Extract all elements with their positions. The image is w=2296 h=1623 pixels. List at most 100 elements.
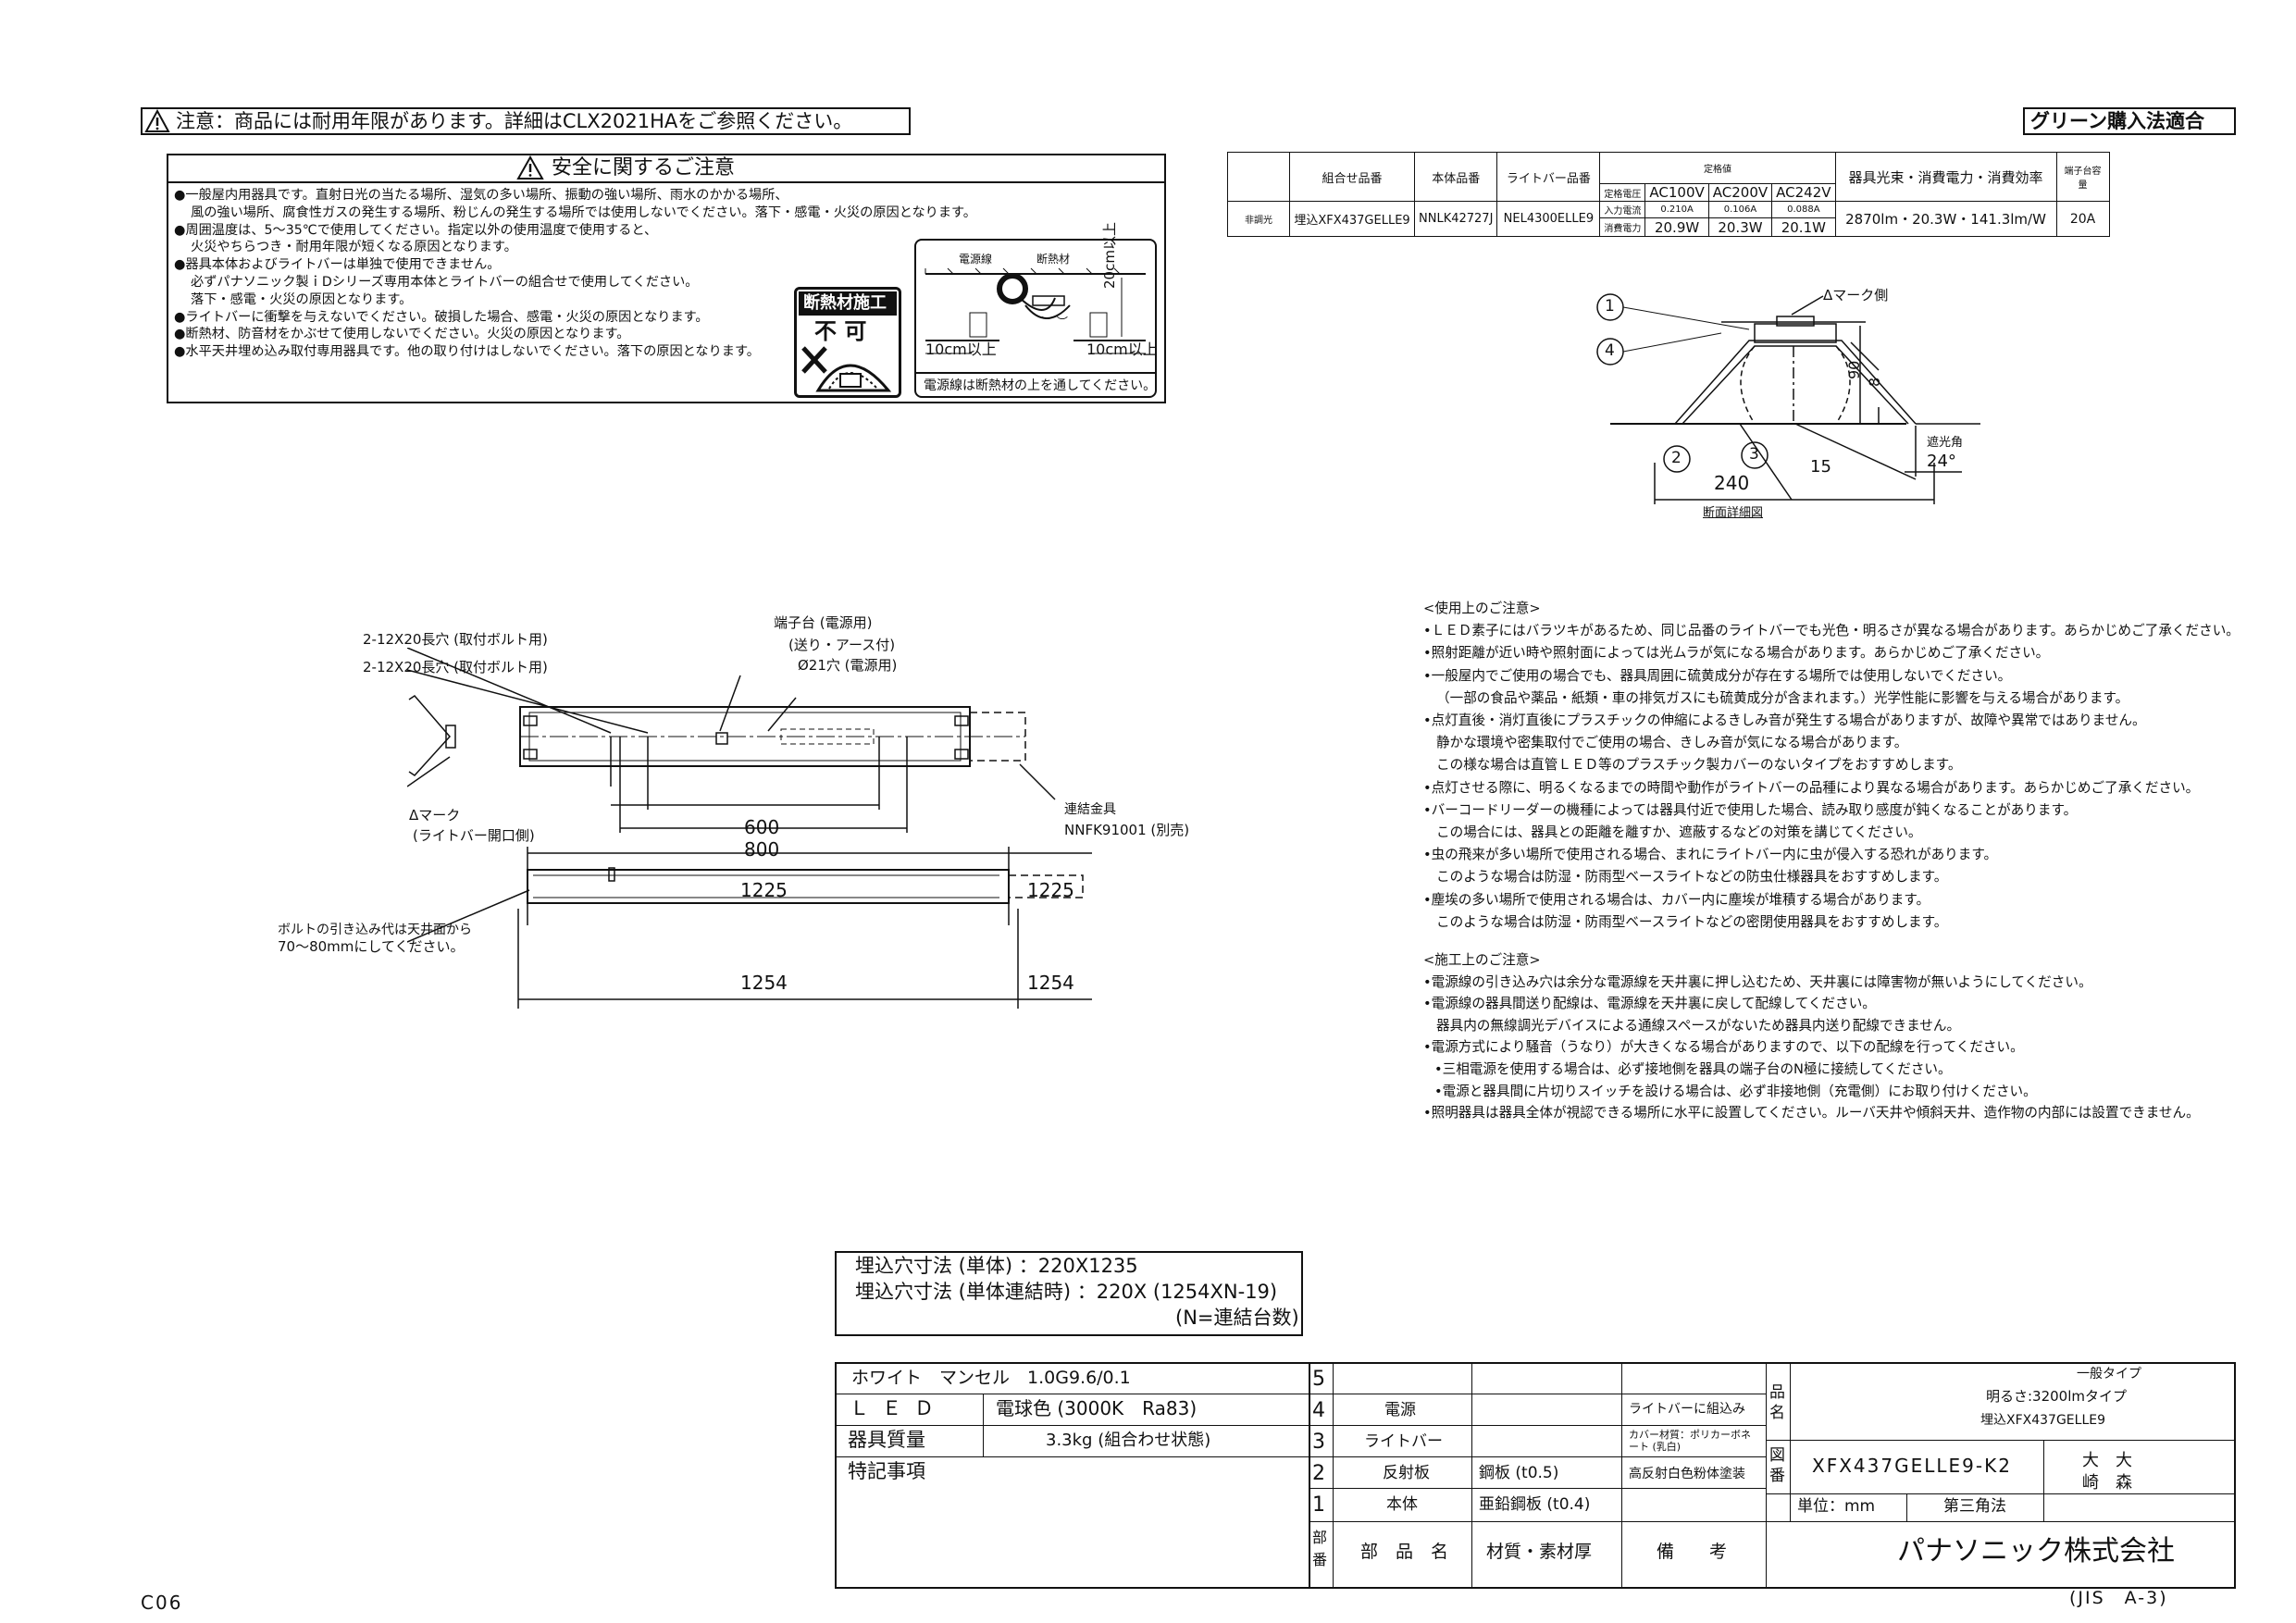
usage-note-line: この場合には、器具との距離を離すか、遮蔽するなどの対策を講じてください。 (1436, 824, 1922, 841)
usage-note-line: •点灯直後・消灯直後にプラスチックの伸縮によるきしみ音が発生する場合がありますが… (1423, 712, 2146, 729)
parts-row-material: 亜鉛鋼板 (t0.4) (1479, 1495, 1591, 1514)
parts-row-name: ライトバー (1364, 1432, 1443, 1451)
side-dim-1225-next: 1225 (1027, 879, 1074, 901)
install-note-line: •電源線の引き込み穴は余分な電源線を天井裏に押し込むため、天井裏には障害物が無い… (1423, 973, 2092, 990)
spec-v100: AC100V (1644, 183, 1709, 202)
install-note-line: •電源と器具間に片切りスイッチを設ける場合は、必ず非接地側（充電側）にお取り付け… (1434, 1083, 2037, 1099)
spec-c200: 0.106A (1707, 201, 1773, 218)
cutout-linked: 埋込穴寸法 (単体連結時) ：220X (1254XN-19) (855, 1281, 1278, 1303)
insulation-ng-title-bg (799, 291, 897, 316)
tb-rule (1309, 1425, 1766, 1426)
diagram-caption-rule (914, 372, 1157, 374)
tb-hinmei-label: 品名 (1769, 1383, 1785, 1422)
tb-zuban-label: 図番 (1769, 1446, 1785, 1485)
spec-h-power: 消費電力 (1599, 217, 1646, 237)
install-note-line: •三相電源を使用する場合は、必ず接地側を器具の端子台のN極に接続してください。 (1434, 1060, 1952, 1077)
usage-note-line: （一部の食品や薬品・紙類・車の排気ガスにも硫黄成分が含まれます。）光学性能に影響… (1436, 689, 2129, 706)
parts-header-name: 部 品 名 (1360, 1542, 1449, 1562)
side-dim-1254-next: 1254 (1027, 972, 1074, 994)
cutout-n-note: (N=連結台数) (1175, 1307, 1299, 1329)
tb-projection: 第三角法 (1943, 1497, 2006, 1516)
bolt-note-1: ボルトの引き込み代は天井面から (278, 923, 472, 937)
safety-title: 安全に関するご注意 (552, 156, 736, 180)
side-dim-1254-main: 1254 (740, 972, 788, 994)
safety-line: ●断熱材、防音材をかぶせて使用しないでください。火災の原因となります。 (174, 327, 630, 342)
section-balloon-3: 3 (1749, 445, 1759, 464)
usage-notes: <使用上のご注意> •ＬＥＤ素子にはバラツキがあるため、同じ品番のライトバーでも… (1423, 598, 2240, 934)
spec-p200: 20.3W (1707, 217, 1773, 237)
parts-row-note: 高反射白色粉体塗装 (1629, 1467, 1745, 1481)
spec-v242: AC242V (1771, 183, 1836, 202)
tb-rule (1471, 1362, 1472, 1589)
spec-combo: 埋込XFX437GELLE9 (1289, 201, 1415, 237)
section-angle-value: 24° (1927, 452, 1956, 471)
tb-rule (1766, 1362, 1767, 1589)
safety-line: ●器具本体およびライトバーは単独で使用できません。 (174, 257, 501, 273)
spec-flux: 2870lm・20.3W・141.3lm/W (1834, 201, 2057, 237)
cutout-box (835, 1251, 1303, 1336)
side-dim-1225-main: 1225 (740, 879, 788, 901)
spec-h-term: 端子台容量 (2055, 152, 2110, 202)
tb-hinmei-3: 埋込XFX437GELLE9 (1980, 1413, 2106, 1428)
tb-rule (1766, 1440, 2236, 1441)
parts-header-no: 部番 (1312, 1529, 1328, 1568)
section-balloon-1: 1 (1605, 297, 1615, 316)
tb-led-label: ＬＥＤ (850, 1397, 947, 1419)
safety-line: ●一般屋内用器具です。直射日光の当たる場所、湿気の多い場所、振動の強い場所、雨水… (174, 188, 788, 203)
tb-rule (1906, 1493, 1907, 1521)
insulation-ng-text: 不 可 (814, 318, 867, 344)
safety-lines: ●一般屋内用器具です。直射日光の当たる場所、湿気の多い場所、振動の強い場所、雨水… (174, 187, 976, 361)
tb-sign-1: 大 大 (2082, 1451, 2132, 1470)
tb-rule (1790, 1362, 1791, 1521)
parts-row-note: カバー材質：ポリカーボネート (乳白) (1629, 1429, 1751, 1453)
parts-header-material: 材質・素材厚 (1486, 1542, 1593, 1562)
parts-row-no: 5 (1312, 1368, 1325, 1391)
spec-v200: AC200V (1707, 183, 1773, 202)
plan-connector-label-1: 連結金具 (1064, 802, 1116, 817)
section-mark-side: Δマーク側 (1823, 287, 1889, 304)
spec-h-voltage: 定格電圧 (1599, 183, 1646, 202)
insulation-ng-icon (801, 346, 892, 392)
usage-note-line: •バーコードリーダーの機種によっては器具付近で使用した場合、読み取り感度が鈍くな… (1423, 801, 2078, 818)
install-note-line: •照明器具は器具全体が視認できる場所に水平に設置してください。ルーバ天井や傾斜天… (1423, 1105, 2200, 1121)
safety-line: 火災やちらつき・耐用年限が短くなる原因となります。 (191, 240, 517, 255)
plan-terminal-label-1: 端子台 (電源用) (774, 614, 873, 631)
plan-hole-label-1: 2-12X20長穴 (取付ボルト用) (363, 631, 548, 648)
tb-special: 特記事項 (848, 1460, 925, 1482)
usage-note-line: •一般屋内でご使用の場合でも、器具周囲に硫黄成分が存在する場所では使用しないでく… (1423, 667, 2012, 684)
spec-table: 組合せ品番 本体品番 ライトバー品番 定格値 器具光束・消費電力・消費効率 端子… (1227, 152, 2110, 237)
tb-mass-value: 3.3kg (組合わせ状態) (1046, 1431, 1211, 1450)
usage-note-line: •虫の飛来が多い場所で使用される場合、まれにライトバー内に虫が侵入する恐れがあり… (1423, 847, 1998, 863)
plan-mark-label-2: (ライトバー開口側) (413, 827, 535, 844)
tb-rule (835, 1456, 1309, 1457)
spec-h-rated: 定格値 (1599, 152, 1836, 184)
section-balloon-4: 4 (1605, 341, 1615, 360)
tb-hinmei-1: 一般タイプ (2077, 1367, 2141, 1381)
usage-note-line: この様な場合は直管ＬＥＤ等のプラスチック製カバーのないタイプをおすすめします。 (1436, 757, 1962, 774)
diagram-10cm-right: 10cm以上 (1086, 341, 1158, 358)
parts-row-name: 反射板 (1383, 1464, 1430, 1482)
tb-rule (1766, 1493, 2236, 1494)
section-angle-label: 遮光角 (1927, 436, 1964, 450)
notice-bar (141, 107, 911, 135)
safety-box (167, 154, 1166, 403)
spec-h-flux: 器具光束・消費電力・消費効率 (1834, 152, 2057, 202)
tb-led-value: 電球色 (3000K Ra83) (996, 1397, 1198, 1419)
plan-view-drawing (407, 648, 1092, 1009)
usage-notes-title: <使用上のご注意> (1423, 601, 1541, 616)
tb-rule (1309, 1362, 1310, 1589)
spec-p100: 20.9W (1644, 217, 1709, 237)
plan-mark-label-1: Δマーク (409, 807, 461, 824)
tb-sign-2: 崎 森 (2082, 1473, 2132, 1493)
tb-rule (1309, 1456, 1766, 1457)
tb-color: ホワイト マンセル 1.0G9.6/0.1 (851, 1368, 1131, 1388)
plan-terminal-label-2: (送り・アース付) (788, 637, 896, 653)
section-detail-drawing (1596, 293, 1980, 504)
insulation-ng-mark (794, 287, 901, 398)
title-block (835, 1362, 2236, 1589)
green-badge-text: グリーン購入法適合 (2030, 110, 2204, 132)
svg-text:︶ ︶: ︶ ︶ (1042, 316, 1068, 328)
usage-note-line: •ＬＥＤ素子にはバラツキがあるため、同じ品番のライトバーでも光色・明るさが異なる… (1423, 623, 2240, 639)
tb-rule (983, 1394, 984, 1456)
section-dim-90: 90 (1845, 360, 1863, 379)
